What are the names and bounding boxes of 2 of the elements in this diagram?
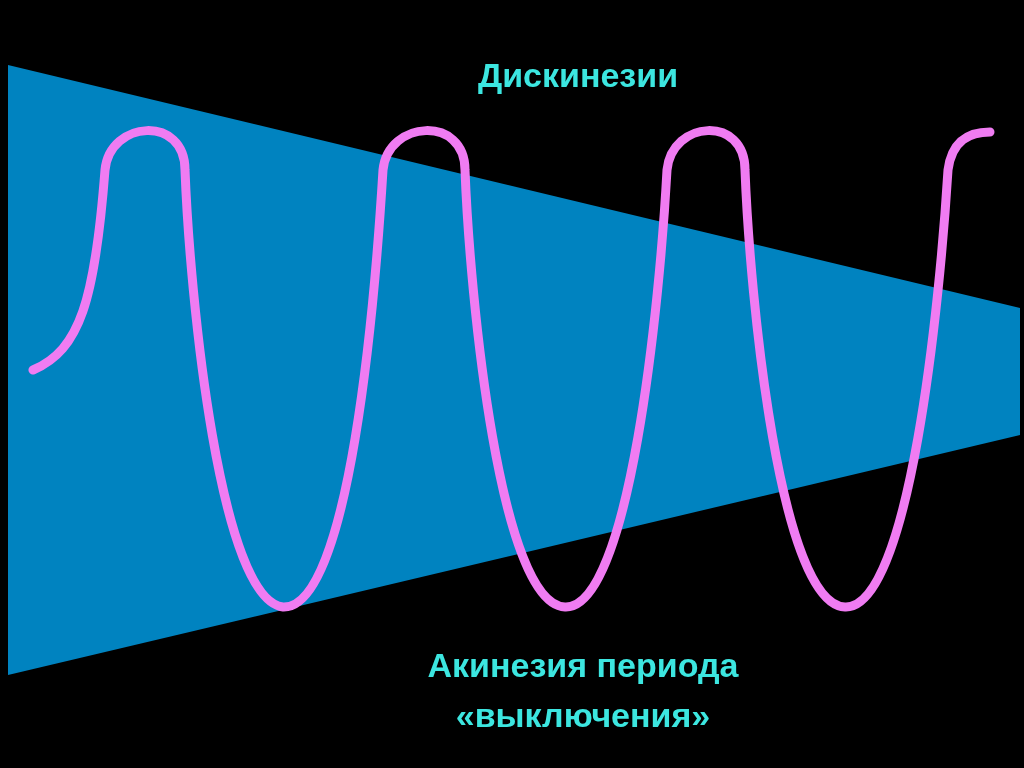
- caption-text: Дискинезии: [476, 55, 680, 96]
- caption-text: Акинезия периода «выключения»: [426, 645, 740, 736]
